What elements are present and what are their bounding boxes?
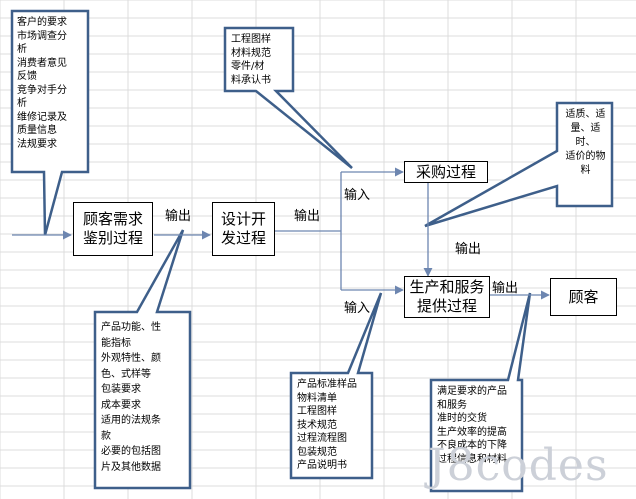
note-product-docs: 产品标准样品 物料清单 工程图样 技术规范 过程流程图 包装规范 产品说明书 bbox=[297, 379, 357, 471]
label-input-purchase: 输入 bbox=[344, 188, 371, 203]
label-output-1: 输出 bbox=[165, 209, 192, 224]
label-output-final: 输出 bbox=[492, 281, 519, 296]
note-engineering: 工程图样 材料规范 零件/材 料承认书 bbox=[231, 34, 271, 86]
callout-engineering bbox=[223, 26, 353, 169]
callout-outcomes bbox=[429, 292, 532, 493]
callout-material-quality bbox=[424, 101, 614, 228]
node-customer-requirement: 顾客需求 鉴别过程 bbox=[73, 202, 153, 256]
label-output-purchase: 输出 bbox=[455, 242, 482, 257]
note-material-quality: 适质、适 量、适时、 适价的物 料 bbox=[565, 109, 606, 176]
watermark-text: J8codes bbox=[428, 440, 609, 491]
node-design-development: 设计开 发过程 bbox=[212, 202, 275, 256]
node-production-service: 生产和服务 提供过程 bbox=[404, 276, 490, 318]
label-output-2: 输出 bbox=[294, 209, 321, 224]
callout-customer-input bbox=[10, 9, 90, 236]
note-customer-input: 客户的要求 市场调查分 析 消费者意见 反馈 竞争对手分 析 维修记录及 质量信… bbox=[17, 17, 67, 150]
callout-product-docs bbox=[289, 292, 383, 480]
note-outcomes: 满足要求的产品 和服务 准时的交货 生产效率的提高 不良成本的下降 过程信息和材… bbox=[437, 386, 507, 465]
note-product-spec: 产品功能、性 能指标 外观特性、颜 色、式样等 包装要求 成本要求 适用的法规条… bbox=[101, 322, 161, 473]
node-purchasing: 采购过程 bbox=[404, 161, 488, 183]
node-customer: 顾客 bbox=[550, 278, 617, 316]
label-input-production: 输入 bbox=[344, 301, 371, 316]
callout-product-spec bbox=[93, 229, 192, 490]
